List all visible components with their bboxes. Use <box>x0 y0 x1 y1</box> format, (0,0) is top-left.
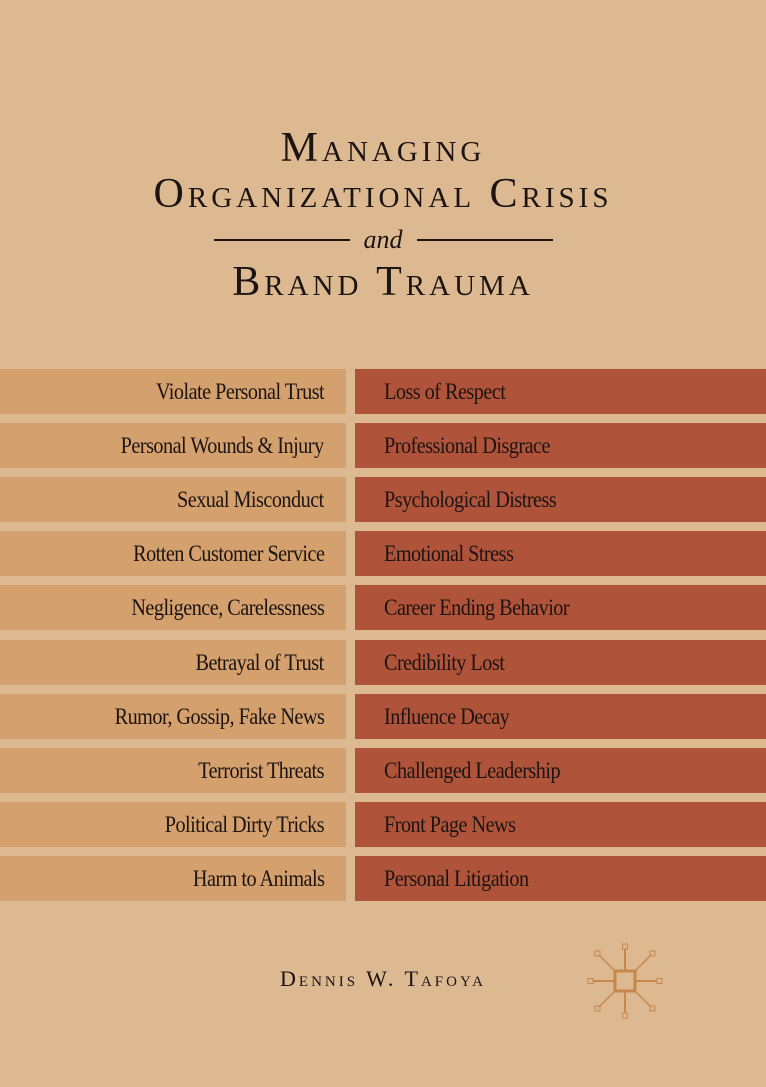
effect-cell: Influence Decay <box>355 693 766 739</box>
cause-cell: Rumor, Gossip, Fake News <box>0 693 346 739</box>
title-connector-row: and <box>0 222 766 258</box>
effect-text: Psychological Distress <box>384 487 557 513</box>
effect-text: Front Page News <box>384 811 516 837</box>
table-row: Sexual Misconduct Psychological Distress <box>0 477 766 523</box>
effect-cell: Front Page News <box>355 801 766 847</box>
cause-cell: Rotten Customer Service <box>0 531 346 577</box>
effect-text: Loss of Respect <box>384 379 506 404</box>
effect-cell: Career Ending Behavior <box>355 585 766 631</box>
effect-text: Career Ending Behavior <box>384 595 570 621</box>
effect-cell: Credibility Lost <box>355 639 766 685</box>
table-row: Harm to Animals Personal Litigation <box>0 855 766 901</box>
table-row: Negligence, Carelessness Career Ending Be… <box>0 585 766 631</box>
effect-text: Credibility Lost <box>384 649 505 675</box>
cause-cell: Negligence, Carelessness <box>0 585 346 631</box>
effect-text: Emotional Stress <box>384 541 514 567</box>
cause-text: Terrorist Threats <box>198 757 324 783</box>
cause-cell: Personal Wounds & Injury <box>0 423 346 469</box>
cause-cell: Harm to Animals <box>0 855 346 901</box>
palgrave-logo-icon <box>587 943 663 1019</box>
cause-text: Violate Personal Trust <box>155 379 325 404</box>
title-line-3: Brand Trauma <box>232 259 534 305</box>
cause-text: Harm to Animals <box>192 865 324 891</box>
effect-text: Professional Disgrace <box>384 433 551 459</box>
effect-text: Challenged Leadership <box>384 757 561 783</box>
right-rule-divider <box>416 239 553 241</box>
cause-cell: Sexual Misconduct <box>0 477 346 523</box>
effect-cell: Psychological Distress <box>355 477 766 523</box>
cause-text: Personal Wounds & Injury <box>121 433 324 459</box>
effect-text: Influence Decay <box>384 703 510 729</box>
cause-text: Political Dirty Tricks <box>164 811 325 837</box>
cause-cell: Terrorist Threats <box>0 747 346 793</box>
cause-cell: Political Dirty Tricks <box>0 801 346 847</box>
cause-text: Negligence, Carelessness <box>130 595 325 621</box>
cause-text: Rotten Customer Service <box>132 541 325 567</box>
cause-cell: Betrayal of Trust <box>0 639 346 685</box>
table-row: Personal Wounds & Injury Professional Dis… <box>0 423 766 469</box>
title-line-1: Managing <box>280 125 486 171</box>
effect-cell: Professional Disgrace <box>355 423 766 469</box>
cause-cell: Violate Personal Trust <box>0 369 346 414</box>
author-name: Dennis W. Tafoya <box>280 966 486 991</box>
table-row: Terrorist Threats Challenged Leadership <box>0 747 766 793</box>
table-row: Rotten Customer Service Emotional Stress <box>0 531 766 577</box>
cause-text: Rumor, Gossip, Fake News <box>114 703 324 729</box>
effect-text: Personal Litigation <box>384 865 529 891</box>
table-row: Betrayal of Trust Credibility Lost <box>0 639 766 685</box>
left-rule-divider <box>213 239 350 241</box>
table-row: Political Dirty Tricks Front Page News <box>0 801 766 847</box>
table-row: Violate Personal Trust Loss of Respect <box>0 369 766 414</box>
effect-cell: Loss of Respect <box>355 369 766 414</box>
effect-cell: Challenged Leadership <box>355 747 766 793</box>
cause-text: Betrayal of Trust <box>195 649 325 675</box>
effect-cell: Emotional Stress <box>355 531 766 577</box>
title-connector: and <box>363 225 403 254</box>
title-line-2: Organizational Crisis <box>153 171 613 217</box>
effect-cell: Personal Litigation <box>355 855 766 901</box>
cause-text: Sexual Misconduct <box>177 487 324 513</box>
table-row: Rumor, Gossip, Fake News Influence Decay <box>0 693 766 739</box>
